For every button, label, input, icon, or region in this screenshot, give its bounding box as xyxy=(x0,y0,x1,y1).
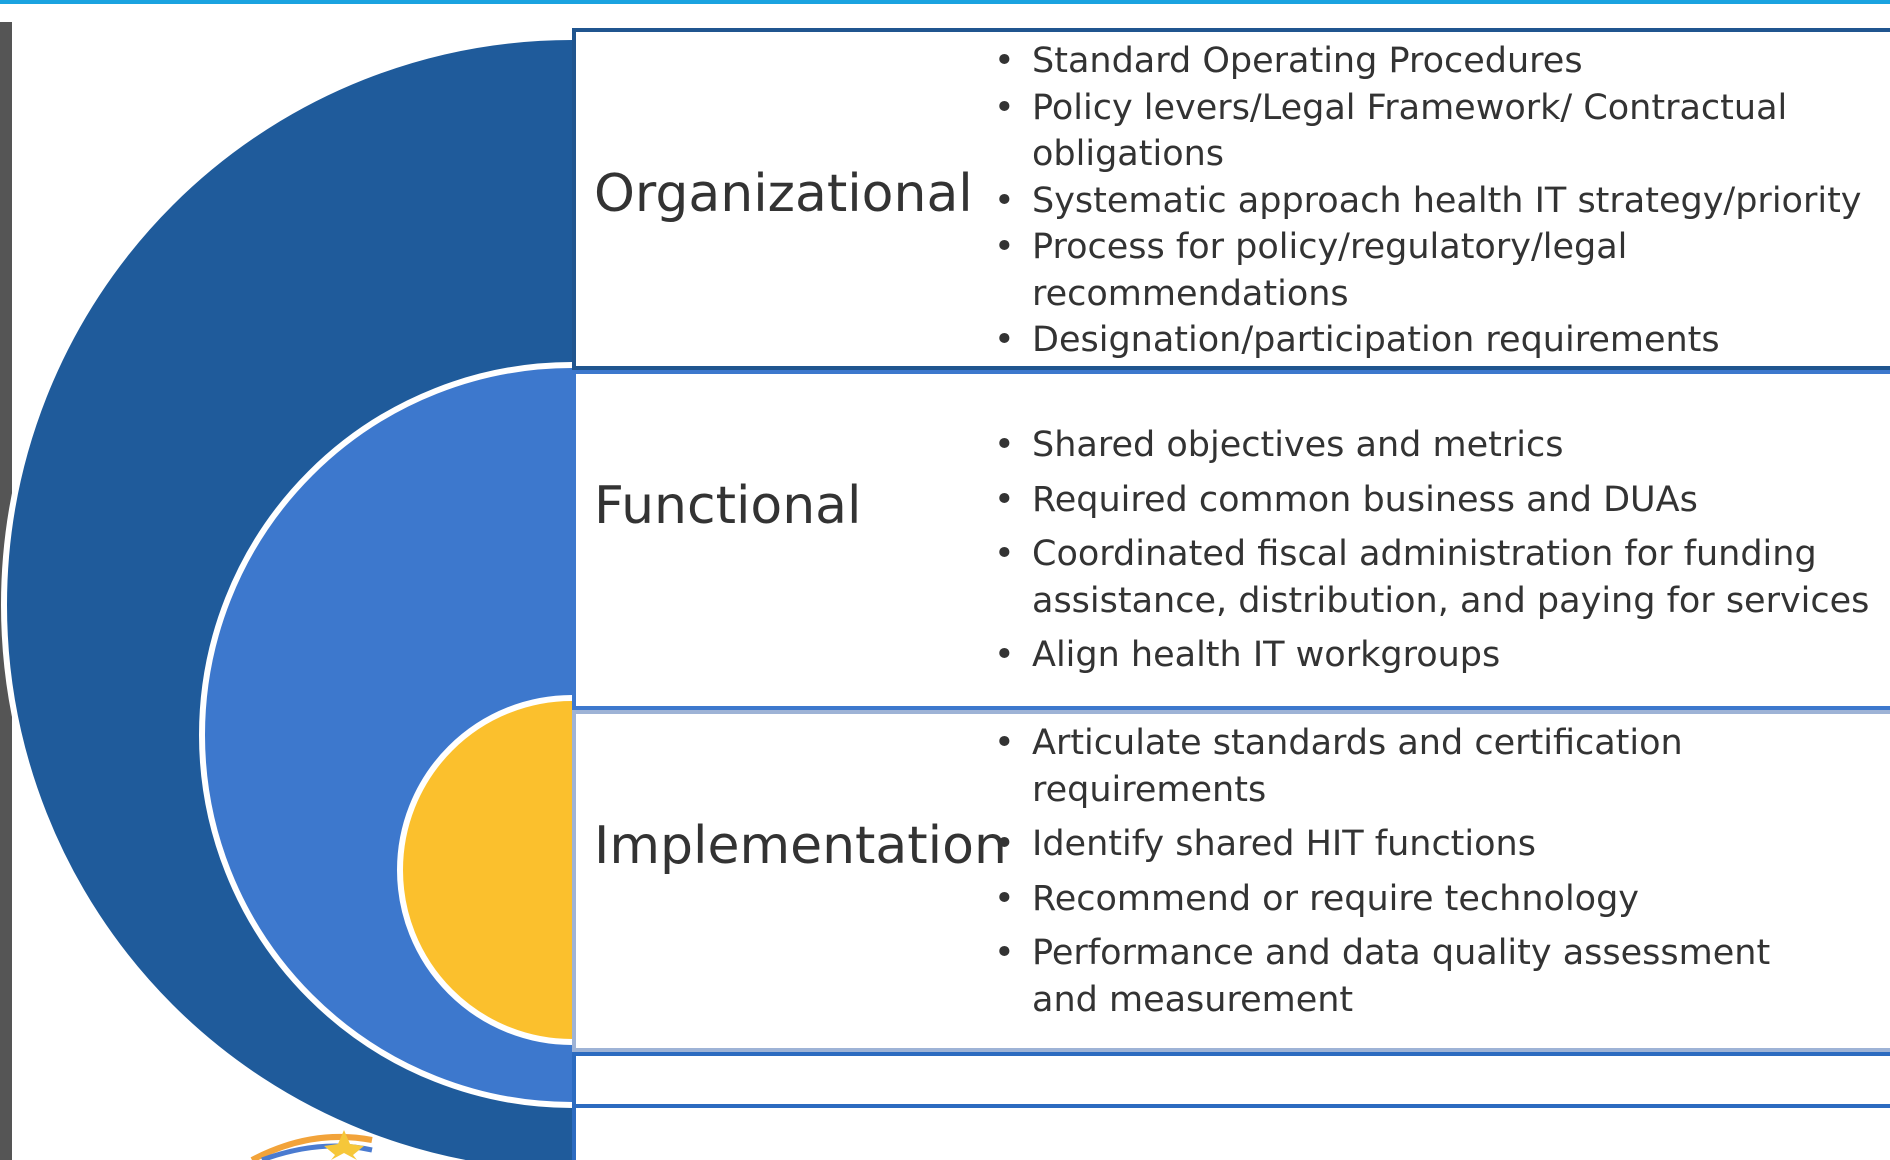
list-item: Standard Operating Procedures xyxy=(994,38,1872,85)
list-item: Shared objectives and metrics xyxy=(994,422,1890,469)
list-item: Articulate standards and certification r… xyxy=(994,720,1752,813)
panel-bottom-line xyxy=(572,1108,576,1160)
top-accent-rule xyxy=(0,0,1890,4)
list-item: Systematic approach health IT strategy/p… xyxy=(994,178,1872,225)
list-item: Policy levers/Legal Framework/ Contractu… xyxy=(994,85,1872,178)
inner-core xyxy=(397,695,572,1045)
list-item: Designation/participation requirements xyxy=(994,317,1872,364)
layer-label-functional: Functional xyxy=(594,476,862,536)
bullet-list-organizational: Standard Operating Procedures Policy lev… xyxy=(994,38,1872,364)
panel-organizational: Organizational Standard Operating Proced… xyxy=(572,28,1890,370)
list-item: Identify shared HIT functions xyxy=(994,821,1802,868)
list-item: Performance and data quality assessment … xyxy=(994,930,1802,1023)
layer-label-implementation: Implementation xyxy=(594,816,1007,876)
list-item: Process for policy/regulatory/legal reco… xyxy=(994,224,1712,317)
bullet-list-functional: Shared objectives and metrics Required c… xyxy=(994,422,1890,687)
panel-functional: Functional Shared objectives and metrics… xyxy=(572,370,1890,710)
list-item: Coordinated fiscal administration for fu… xyxy=(994,531,1890,624)
star-swoosh-logo xyxy=(250,1130,373,1160)
layer-label-organizational: Organizational xyxy=(594,164,973,224)
bullet-list-implementation: Articulate standards and certification r… xyxy=(994,720,1802,1031)
list-item: Required common business and DUAs xyxy=(994,477,1890,524)
list-item: Recommend or require technology xyxy=(994,876,1802,923)
list-item: Align health IT workgroups xyxy=(994,632,1890,679)
panel-base-strip xyxy=(572,1052,1890,1108)
panel-implementation: Implementation Articulate standards and … xyxy=(572,710,1890,1052)
